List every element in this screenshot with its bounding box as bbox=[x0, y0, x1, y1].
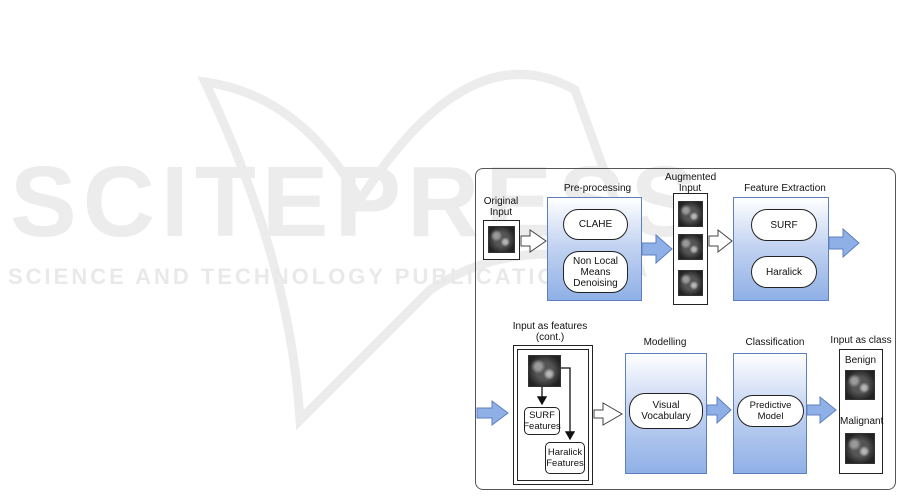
arrow-features-to-modelling bbox=[593, 402, 623, 426]
arrow-modelling-to-classification bbox=[706, 395, 732, 425]
input-as-features-label: Input as features (cont.) bbox=[512, 321, 588, 343]
features-input-image bbox=[528, 355, 561, 387]
arrow-continuation-in bbox=[476, 400, 509, 426]
haralick-features-node: Haralick Features bbox=[545, 442, 585, 474]
modelling-title: Modelling bbox=[643, 337, 687, 348]
arrow-preprocessing-to-augmented bbox=[641, 233, 673, 265]
augmented-input-box bbox=[673, 193, 708, 305]
watermark-subtitle: SCIENCE AND TECHNOLOGY PUBLICATIONS bbox=[8, 264, 594, 289]
arrow-classification-to-class bbox=[806, 395, 837, 425]
original-input-box bbox=[483, 220, 520, 260]
predictive-model-node: Predictive Model bbox=[737, 395, 804, 427]
benign-image bbox=[845, 370, 875, 400]
connector-image-to-haralick bbox=[561, 367, 576, 441]
nlm-node: Non Local Means Denoising bbox=[563, 251, 628, 293]
input-as-class-box: Benign Malignant bbox=[839, 349, 883, 474]
clahe-node: CLAHE bbox=[563, 209, 628, 240]
original-input-label: Original Input bbox=[483, 196, 519, 218]
augmented-input-label: Augmented Input bbox=[665, 172, 717, 194]
haralick-node: Haralick bbox=[751, 256, 817, 288]
arrow-augmented-to-feature bbox=[708, 228, 733, 254]
augmented-image-3 bbox=[678, 270, 703, 296]
arrow-original-to-preprocessing bbox=[520, 229, 547, 253]
surf-node: SURF bbox=[751, 209, 817, 241]
augmented-image-1 bbox=[678, 201, 703, 227]
feature-extraction-title: Feature Extraction bbox=[744, 183, 826, 194]
benign-label: Benign bbox=[844, 355, 877, 366]
original-input-image bbox=[488, 226, 515, 253]
malignant-label: Malignant bbox=[840, 416, 884, 427]
preprocessing-title: Pre-processing bbox=[563, 183, 632, 194]
classification-title: Classification bbox=[745, 337, 805, 348]
arrow-feature-extraction-out bbox=[828, 227, 860, 259]
surf-features-node: SURF Features bbox=[523, 407, 561, 435]
visual-vocabulary-node: Visual Vocabulary bbox=[629, 393, 703, 429]
augmented-image-2 bbox=[678, 234, 703, 260]
malignant-image bbox=[845, 433, 875, 464]
diagram-frame bbox=[475, 168, 896, 490]
input-as-class-title: Input as class bbox=[830, 335, 892, 346]
